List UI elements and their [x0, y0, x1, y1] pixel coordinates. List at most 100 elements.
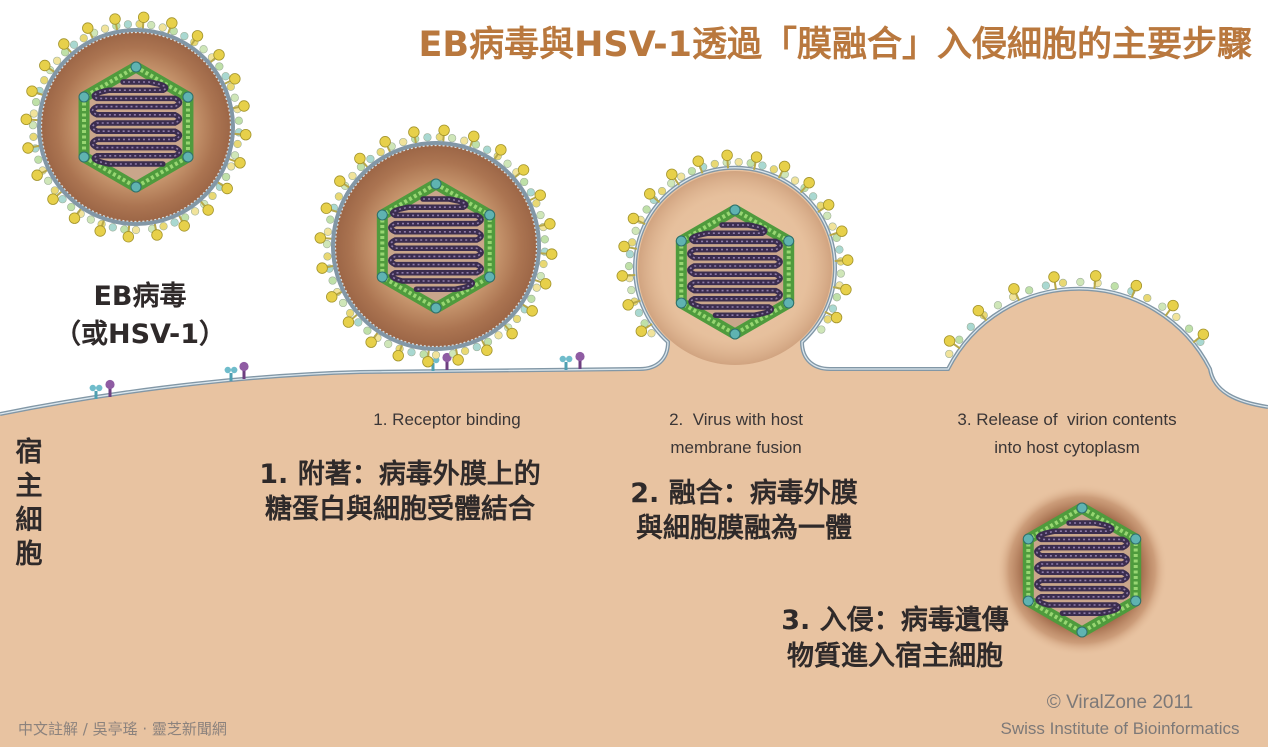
- glycoprotein-spike: [544, 218, 556, 230]
- envelope-protein: [230, 151, 240, 160]
- capsid-vertex: [130, 181, 142, 193]
- envelope-protein: [520, 177, 529, 187]
- envelope-protein: [215, 62, 224, 71]
- receptor-head: [559, 355, 566, 363]
- envelope-protein: [657, 187, 667, 196]
- capsid-vertex: [1076, 626, 1088, 638]
- glycoprotein-spike: [1090, 270, 1102, 282]
- step3-chinese-line2: 物質進入宿主細胞: [787, 641, 1003, 672]
- step1-chinese-line2: 糖蛋白與細胞受體結合: [265, 494, 535, 525]
- envelope-protein: [494, 331, 503, 340]
- envelope-protein: [628, 238, 637, 247]
- capsid-vertex: [675, 235, 687, 247]
- glycoprotein-spike: [1008, 283, 1020, 295]
- envelope-protein: [376, 147, 385, 157]
- envelope-protein: [67, 202, 76, 212]
- step3-english-line2: into host cytoplasm: [994, 438, 1140, 457]
- envelope-inner-leaflet: [40, 31, 232, 223]
- glycoprotein-spike: [481, 344, 493, 356]
- envelope-protein: [233, 139, 242, 149]
- envelope-protein: [1172, 312, 1181, 322]
- glycoprotein-spike: [506, 327, 518, 340]
- binding-virion: [314, 124, 558, 368]
- annotation-credit: 中文註解 / 吳亭瑤 · 靈芝新聞網: [18, 720, 227, 738]
- envelope-protein: [322, 239, 332, 249]
- envelope-protein: [647, 329, 656, 338]
- viral-genome-dna: [89, 79, 183, 167]
- envelope-protein: [1143, 293, 1152, 303]
- envelope-protein: [399, 137, 408, 147]
- envelope-protein: [180, 31, 189, 41]
- envelope-protein: [226, 82, 235, 91]
- glycoprotein-spike: [840, 283, 852, 296]
- glycoprotein-spike: [644, 188, 656, 200]
- fusing-virion-core: [675, 204, 795, 340]
- glycoprotein-spike: [166, 17, 178, 29]
- envelope-protein: [790, 176, 800, 185]
- envelope-protein: [461, 346, 470, 356]
- envelope-protein: [828, 222, 837, 231]
- glycoprotein-spike: [314, 232, 326, 244]
- step2-english-line1: 2. Virus with host: [669, 410, 803, 429]
- envelope-protein: [366, 154, 375, 164]
- glycoprotein-spike: [58, 38, 70, 50]
- envelope-protein: [158, 23, 167, 32]
- dome-glycoproteins: [943, 270, 1210, 359]
- viral-genome-dna: [1034, 520, 1130, 616]
- capsid-vertex: [376, 209, 388, 221]
- envelope-protein: [532, 199, 541, 208]
- capsid: [376, 178, 496, 314]
- step2-english-line2: membrane fusion: [670, 438, 802, 457]
- envelope-protein: [334, 192, 343, 201]
- glycoprotein-spike: [822, 199, 835, 211]
- glycoprotein-spike: [408, 126, 420, 138]
- glycoprotein-spike: [20, 113, 32, 126]
- envelope-protein: [769, 165, 778, 174]
- glycoprotein-spike: [534, 189, 546, 201]
- glycoprotein-spike: [618, 240, 630, 253]
- glycoprotein-spike: [842, 254, 854, 266]
- envelope-protein: [1076, 277, 1085, 287]
- glycoprotein-spike: [666, 168, 678, 181]
- glycoprotein-spike: [229, 73, 241, 85]
- envelope-protein: [993, 301, 1003, 310]
- glycoprotein-spike: [778, 160, 791, 173]
- envelope-protein: [50, 186, 59, 195]
- envelope-protein: [328, 276, 337, 285]
- envelope-protein: [823, 211, 832, 220]
- envelope-protein: [348, 171, 357, 181]
- step2-chinese-line1: 2. 融合：病毒外膜: [630, 478, 858, 509]
- envelope-protein: [539, 259, 548, 269]
- glycoprotein-spike: [178, 220, 190, 232]
- institute-credit: Swiss Institute of Bioinformatics: [1000, 719, 1240, 738]
- glycoprotein-spike: [109, 13, 121, 25]
- glycoprotein-spike: [495, 144, 507, 156]
- envelope-protein: [28, 121, 38, 130]
- glycoprotein-spike: [517, 164, 530, 176]
- envelope-protein: [170, 218, 179, 227]
- envelope-protein: [354, 318, 363, 327]
- envelope-protein: [423, 133, 432, 142]
- glycoprotein-spike: [546, 248, 558, 260]
- glycoprotein-spike: [539, 278, 552, 290]
- purple-receptor: [575, 351, 585, 369]
- envelope-protein: [631, 226, 640, 235]
- glycoprotein-spike: [191, 30, 204, 42]
- envelope-protein: [431, 350, 441, 360]
- envelope-protein: [108, 223, 117, 232]
- receptor-head: [105, 379, 115, 390]
- envelope-protein: [945, 349, 954, 359]
- glycoprotein-spike: [452, 354, 464, 366]
- glycoprotein-spike: [221, 182, 233, 195]
- glycoprotein-spike: [320, 202, 333, 214]
- envelope-protein: [828, 304, 838, 313]
- envelope-protein: [190, 207, 200, 216]
- glycoprotein-spike: [830, 311, 843, 324]
- envelope-protein: [460, 136, 469, 145]
- glycoprotein-spike: [334, 175, 346, 187]
- envelope-protein: [835, 245, 844, 254]
- diagram-title: EB病毒與HSV-1透過「膜融合」入侵細胞的主要步驟: [418, 25, 1252, 65]
- glycoprotein-spike: [213, 49, 225, 61]
- envelope-protein: [123, 20, 133, 29]
